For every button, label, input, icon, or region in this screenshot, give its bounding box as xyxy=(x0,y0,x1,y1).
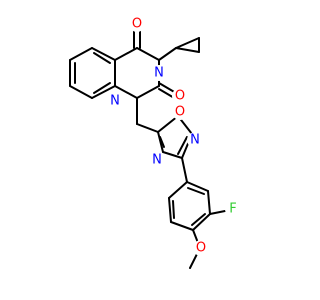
bond xyxy=(181,157,188,183)
bond xyxy=(157,115,179,133)
bond xyxy=(114,47,138,61)
bond xyxy=(157,131,164,153)
bond xyxy=(162,151,183,159)
atom-label-fluorine: F xyxy=(229,202,236,217)
bond xyxy=(175,47,200,53)
bond xyxy=(172,200,175,219)
bond xyxy=(69,85,93,99)
atom-label-oxadiazole-o: O xyxy=(175,105,185,120)
bond xyxy=(69,47,93,61)
bond xyxy=(114,85,138,99)
atom-label-o2: O xyxy=(175,89,185,104)
bond xyxy=(158,82,177,94)
bond xyxy=(186,181,209,192)
bond xyxy=(192,213,211,231)
atom-label-methoxy-o: O xyxy=(196,241,206,256)
bond xyxy=(91,85,116,99)
bond xyxy=(168,181,188,199)
atom-labels: O N O N O N N F O xyxy=(107,16,241,256)
bond xyxy=(170,221,194,231)
bond xyxy=(191,213,206,226)
atom-label-n3: N xyxy=(154,66,164,81)
bond xyxy=(136,85,160,99)
atom-label-oxadiazole-n2: N xyxy=(190,133,200,148)
bond xyxy=(168,197,172,223)
bond xyxy=(136,47,160,61)
bond xyxy=(93,52,111,64)
bonds xyxy=(69,25,231,269)
bond xyxy=(177,136,188,155)
atom-label-o4: O xyxy=(132,17,142,32)
bond xyxy=(158,47,177,61)
bond xyxy=(187,187,205,195)
bond xyxy=(136,123,159,133)
bond xyxy=(175,37,200,49)
bond xyxy=(159,136,165,148)
structure-diagram: O N O N O N N F O xyxy=(69,16,241,269)
molecule-canvas: O N O N O N N F O xyxy=(69,16,241,269)
bond xyxy=(93,82,111,94)
atom-label-n1: N xyxy=(110,94,120,109)
bond xyxy=(91,47,116,61)
bond xyxy=(207,190,211,215)
atom-label-oxadiazole-n4: N xyxy=(152,153,162,168)
